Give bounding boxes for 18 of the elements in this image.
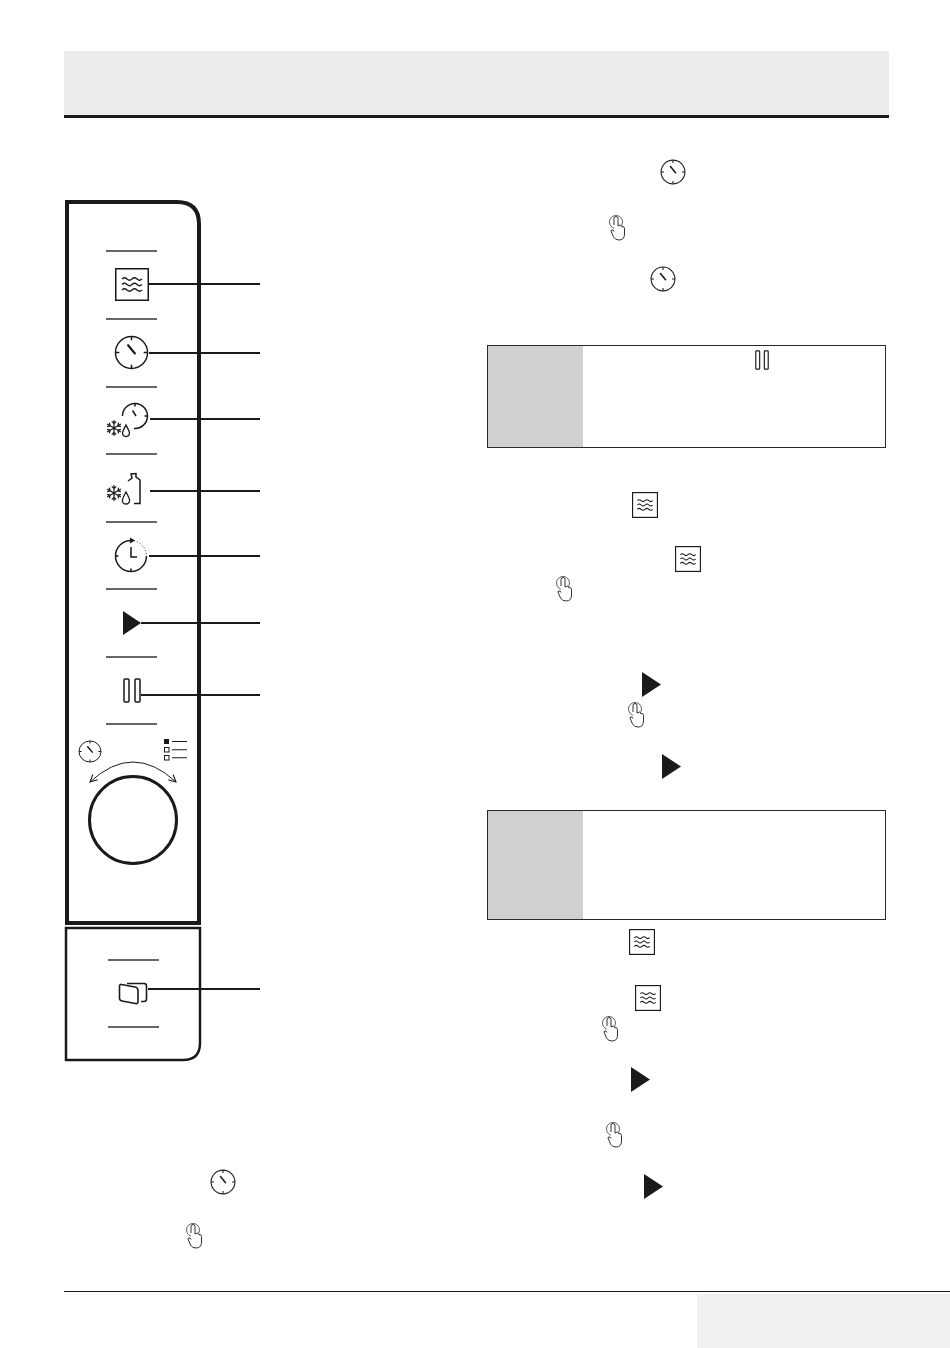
door-icon [118, 982, 148, 1005]
note-box [487, 345, 886, 448]
clock-icon [114, 335, 149, 370]
leader-line [148, 555, 261, 557]
wavy-lines-icon [115, 268, 149, 301]
leader-line [149, 418, 261, 420]
timer-icon [113, 537, 149, 573]
leader-line [140, 694, 261, 696]
pause-icon [123, 678, 141, 703]
rotary-knob [88, 775, 178, 865]
leader-line [148, 283, 261, 285]
play-icon [123, 611, 141, 635]
leader-line [149, 490, 261, 492]
leader-line [147, 988, 261, 990]
leader-line [140, 622, 261, 624]
snowflake-clock-icon [105, 402, 150, 438]
leader-line [148, 352, 261, 354]
note-box [487, 810, 886, 920]
